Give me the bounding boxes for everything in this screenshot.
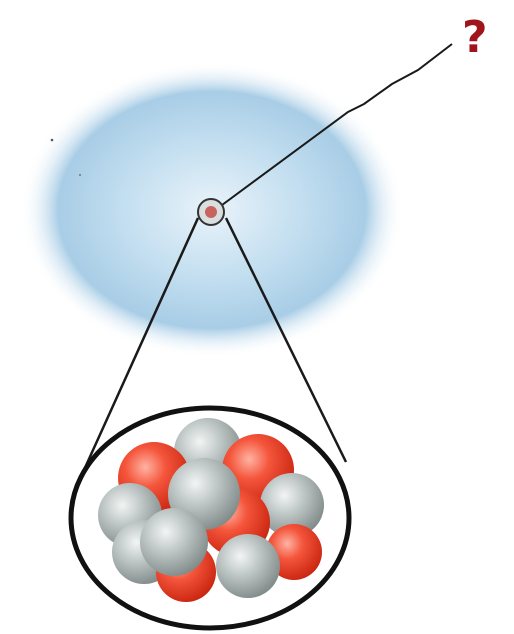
neutron-sphere [140, 508, 208, 576]
question-mark-label: ? [462, 12, 488, 63]
neutron-sphere [216, 534, 280, 598]
nucleus-dot-core [205, 206, 217, 218]
cloud-speck [51, 139, 54, 142]
cloud-speck [79, 174, 81, 176]
